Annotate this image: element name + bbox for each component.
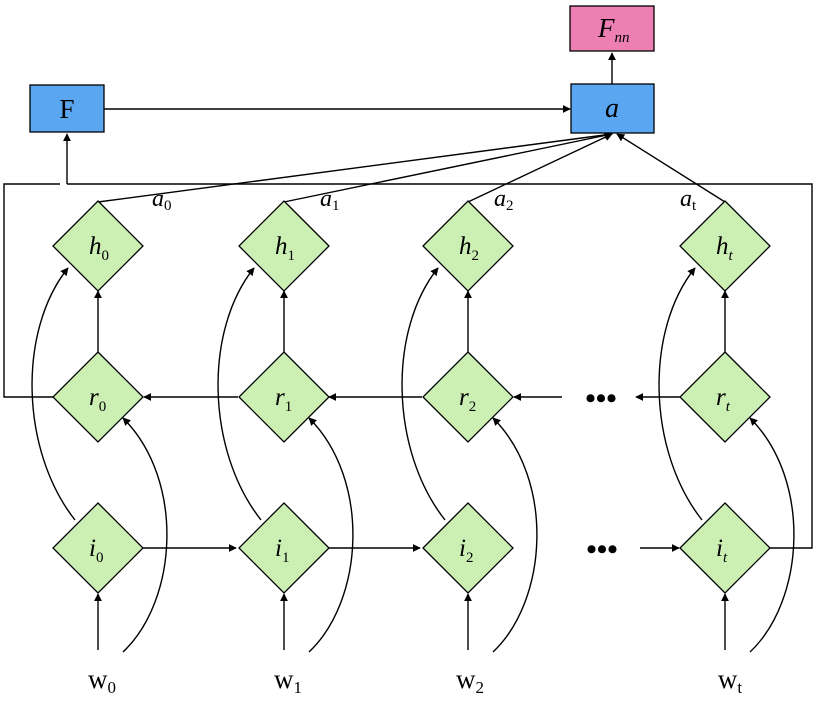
i-chain-ellipsis: ••• (586, 533, 618, 566)
a-box-label: a (605, 93, 619, 124)
word-label-2: w2 (456, 664, 484, 697)
box-Fnn: Fnn (569, 5, 655, 52)
node-h-t-diamond (679, 200, 771, 292)
node-layer: h0 h1 h2 ht r0 r1 r2 rt i0 i1 i2 it (52, 200, 771, 594)
node-i-2-diamond (422, 502, 514, 594)
node-h-2-diamond (422, 200, 514, 292)
node-i-t-label: it (716, 535, 728, 566)
node-i-0-diamond (52, 502, 144, 594)
node-r-1-diamond (238, 351, 330, 443)
w0-to-r0-arc (122, 417, 168, 653)
node-r-0-label: r0 (89, 384, 106, 415)
word-label-0: w0 (88, 664, 116, 697)
F-box-rect (29, 84, 105, 133)
word-label-t: wt (718, 664, 743, 697)
Fnn-sub-text: nn (615, 30, 630, 46)
Fnn-main-text: F (597, 13, 615, 43)
node-r-2-diamond (422, 351, 514, 443)
node-i-2: i2 (422, 502, 514, 594)
h0-to-a-arrow (97, 130, 613, 203)
w1-to-r1-arc (308, 417, 354, 653)
node-i-0: i0 (52, 502, 144, 594)
node-r-t-label: rt (716, 384, 731, 415)
node-r-0: r0 (52, 351, 144, 443)
node-h-t: ht (679, 200, 771, 292)
node-h-0: h0 (52, 200, 144, 292)
node-r-1: r1 (238, 351, 330, 443)
node-i-1: i1 (238, 502, 330, 594)
node-h-t-label: ht (716, 233, 734, 264)
attention-label-0: a0 (152, 186, 172, 214)
ht-to-a-arrow (616, 133, 726, 203)
node-i-t-diamond (679, 502, 771, 594)
node-h-1-label: h1 (275, 233, 295, 264)
i1-to-h1-arc (217, 267, 262, 521)
outer-frame-line (67, 183, 813, 549)
node-r-0-diamond (52, 351, 144, 443)
wt-to-rt-arc (749, 417, 795, 653)
F-box-label: F (59, 94, 74, 124)
box-F: F (29, 84, 105, 133)
node-h-0-diamond (52, 200, 144, 292)
word-input-labels: w0 w1 w2 wt (88, 664, 742, 697)
node-r-2: r2 (422, 351, 514, 443)
i2-to-h2-arc (401, 267, 446, 521)
node-i-1-label: i1 (275, 535, 289, 566)
node-i-t: it (679, 502, 771, 594)
Fnn-box-rect (569, 5, 655, 52)
h2-to-a-arrow (467, 133, 613, 203)
attention-label-1: a1 (320, 186, 340, 214)
node-r-t-diamond (679, 351, 771, 443)
Fnn-box-label: Fnn (597, 13, 630, 46)
node-r-2-label: r2 (459, 384, 476, 415)
node-i-0-label: i0 (89, 535, 103, 566)
frame-left-line (3, 183, 60, 398)
node-h-2: h2 (422, 200, 514, 292)
node-i-1-diamond (238, 502, 330, 594)
node-r-1-label: r1 (275, 384, 292, 415)
attention-label-2: a2 (494, 186, 514, 214)
attention-label-t: at (680, 186, 697, 214)
node-h-1-diamond (238, 200, 330, 292)
a-box-rect (570, 83, 655, 134)
connectors (3, 52, 813, 653)
node-i-2-label: i2 (459, 535, 473, 566)
h1-to-a-arrow (283, 131, 613, 203)
w2-to-r2-arc (492, 417, 538, 653)
node-h-1: h1 (238, 200, 330, 292)
node-r-t: rt (679, 351, 771, 443)
r-chain-ellipsis: ••• (585, 382, 617, 415)
node-h-2-label: h2 (459, 233, 479, 264)
it-to-ht-arc (658, 267, 703, 521)
box-a: a (570, 83, 655, 134)
attention-labels: a0 a1 a2 at (152, 186, 697, 214)
node-h-0-label: h0 (89, 233, 109, 264)
i0-to-h0-arc (31, 267, 76, 521)
word-label-1: w1 (274, 664, 302, 697)
